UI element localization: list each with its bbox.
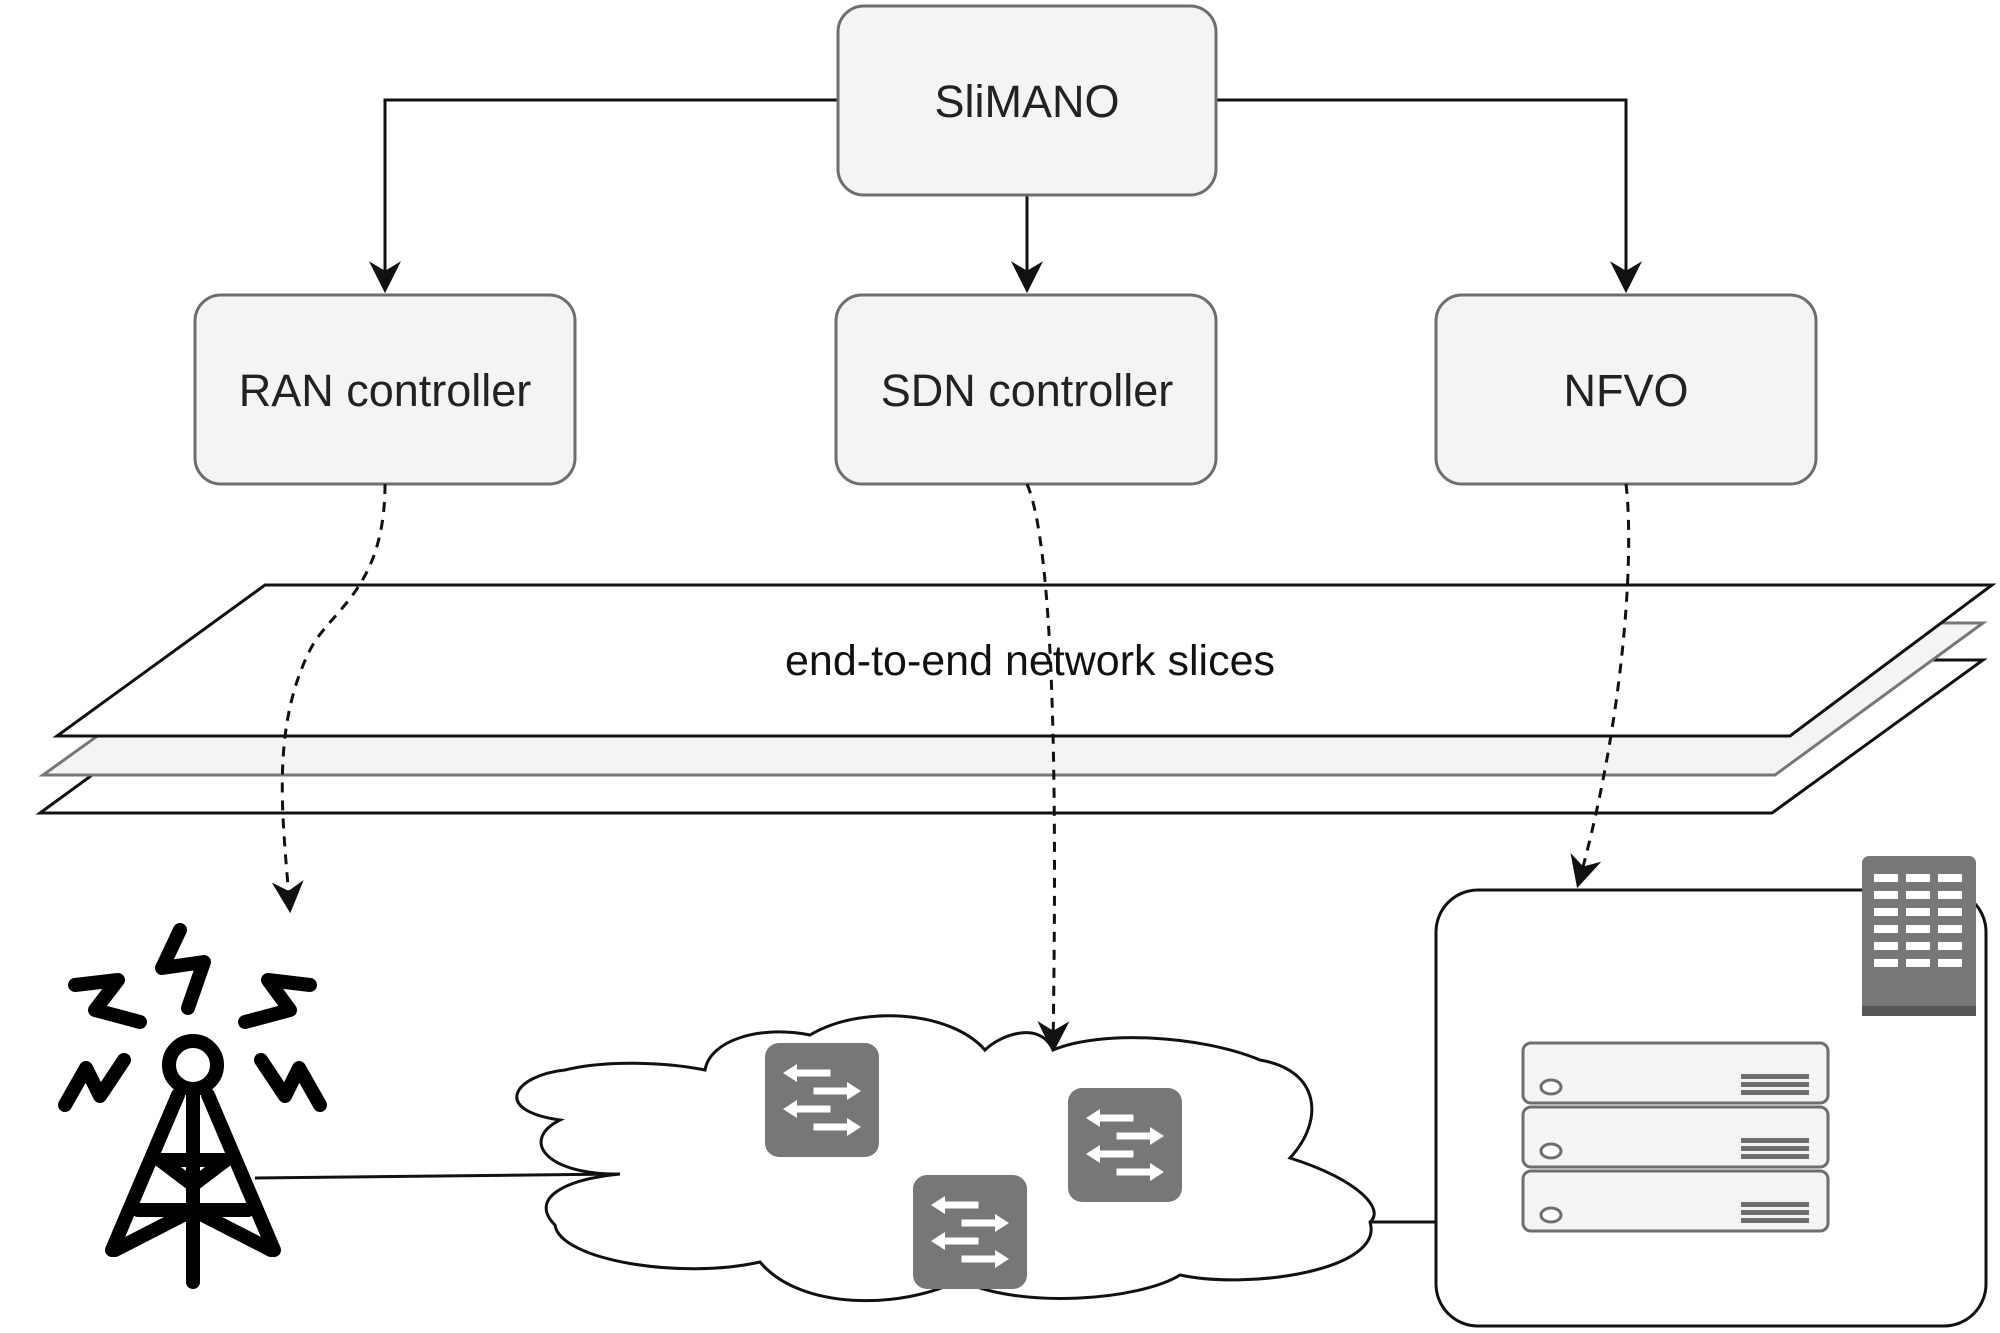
control-links xyxy=(271,483,1631,1054)
ran-control-link xyxy=(271,483,387,914)
connector-to-nfvo xyxy=(1216,98,1642,294)
nfvo-control-link xyxy=(1570,483,1631,889)
slices-label: end-to-end network slices xyxy=(785,637,1275,685)
ran-controller-label: RAN controller xyxy=(239,365,532,416)
slice-layer-top xyxy=(52,583,1997,738)
datacenter-building-icon xyxy=(1862,856,1976,1016)
datacenter-icon xyxy=(1434,856,1988,1328)
orchestrator-connectors xyxy=(369,98,1642,294)
network-switch-icon xyxy=(913,1175,1027,1289)
nfvo-label: NFVO xyxy=(1563,365,1688,416)
orchestrator-box[interactable]: SliMANO xyxy=(836,4,1218,197)
tower-to-cloud-link xyxy=(254,1172,621,1180)
connector-to-ran xyxy=(369,98,838,294)
orchestrator-label: SliMANO xyxy=(934,76,1119,127)
network-slices: end-to-end network slices xyxy=(35,583,1997,815)
physical-links xyxy=(254,1172,1436,1224)
sdn-control-link xyxy=(1025,483,1070,1054)
nfvo-box[interactable]: NFVO xyxy=(1434,293,1818,486)
ran-controller-box[interactable]: RAN controller xyxy=(193,293,577,486)
network-switch-icon xyxy=(1068,1088,1182,1202)
sdn-controller-label: SDN controller xyxy=(881,365,1174,416)
sdn-controller-box[interactable]: SDN controller xyxy=(834,293,1218,486)
server-rack-icon xyxy=(1521,1041,1830,1233)
network-cloud-icon xyxy=(515,1014,1376,1303)
network-switch-icon xyxy=(765,1043,879,1157)
radio-tower-icon xyxy=(58,923,327,1289)
